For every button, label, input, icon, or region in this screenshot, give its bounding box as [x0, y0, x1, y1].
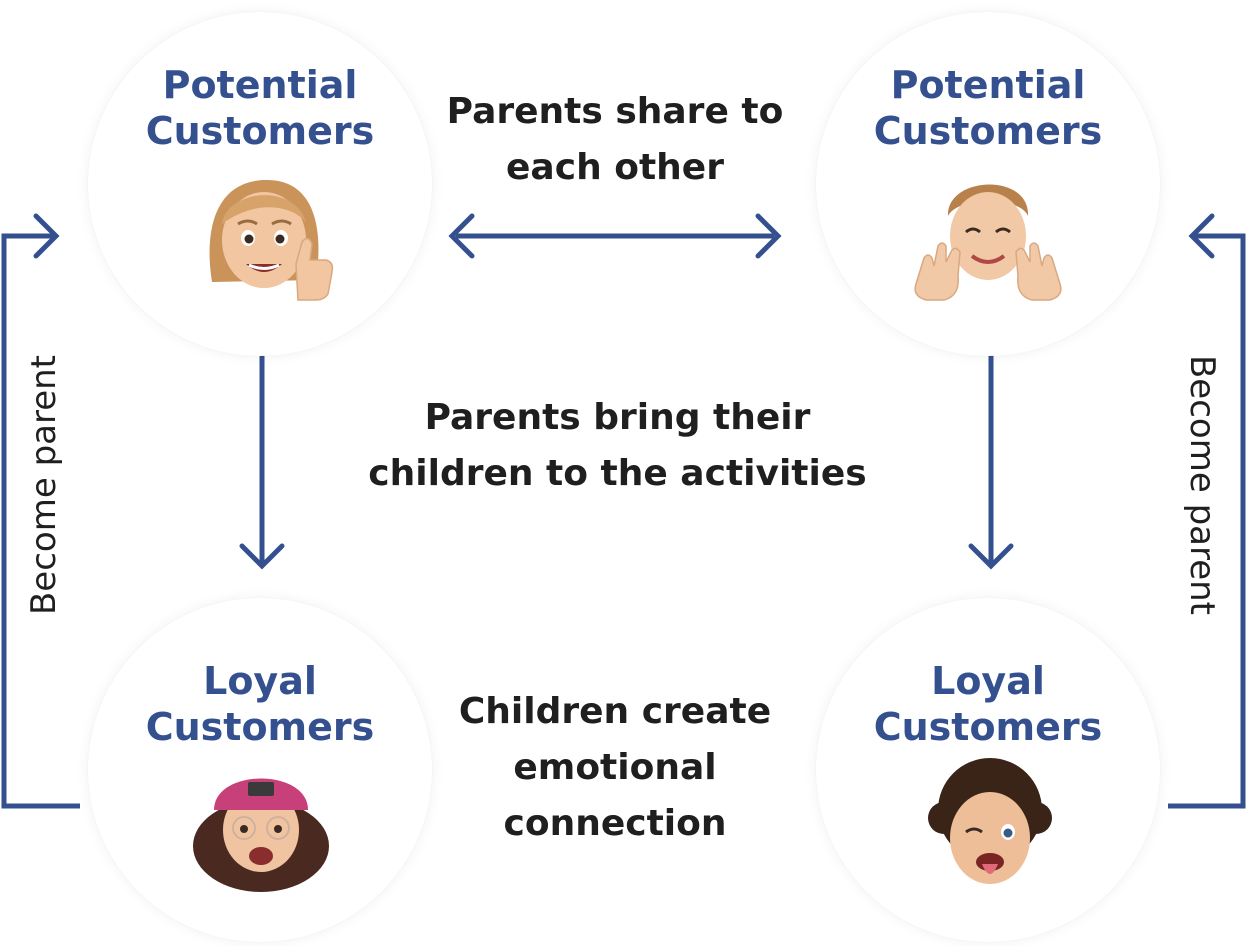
curly-boy-winking-avatar-icon — [928, 758, 1052, 884]
girl-pink-cap-avatar-icon — [193, 778, 329, 892]
node-title-line1: Loyal — [931, 659, 1045, 703]
node-title: Potential Customers — [88, 62, 432, 154]
bring-label: Parents bring their children to the acti… — [360, 390, 875, 502]
node-loyal-customers-left: Loyal Customers — [88, 598, 432, 942]
node-title-line1: Potential — [890, 63, 1086, 107]
woman-thumbs-up-avatar-icon — [209, 179, 334, 301]
connect-label: Children create emotional connection — [430, 684, 800, 852]
node-title: Loyal Customers — [88, 658, 432, 750]
left-loop-arrow — [1, 213, 80, 809]
node-title: Potential Customers — [816, 62, 1160, 154]
become-parent-right-label: Become parent — [1182, 354, 1222, 616]
bring-label-line2: children to the activities — [368, 453, 867, 494]
node-potential-customers-right: Potential Customers — [816, 12, 1160, 356]
node-title-line1: Potential — [162, 63, 358, 107]
node-title-line2: Customers — [145, 705, 375, 749]
bring-label-line1: Parents bring their — [424, 397, 811, 438]
right-loop-arrow — [1168, 213, 1246, 809]
right-down-arrow — [968, 354, 1014, 570]
share-label: Parents share to each other — [430, 84, 800, 196]
share-label-line1: Parents share to — [446, 91, 784, 132]
share-label-line2: each other — [506, 147, 724, 188]
node-title-line2: Customers — [873, 705, 1103, 749]
connect-label-line2: emotional — [513, 747, 717, 788]
connect-label-line1: Children create — [458, 691, 772, 732]
node-title: Loyal Customers — [816, 658, 1160, 750]
connect-label-line3: connection — [503, 803, 727, 844]
smiling-waving-avatar-icon — [914, 184, 1062, 301]
share-double-arrow — [448, 213, 782, 259]
node-title-line2: Customers — [145, 109, 375, 153]
left-down-arrow — [239, 354, 285, 570]
become-parent-left-label: Become parent — [24, 354, 64, 616]
node-potential-customers-left: Potential Customers — [88, 12, 432, 356]
node-title-line1: Loyal — [203, 659, 317, 703]
node-loyal-customers-right: Loyal Customers — [816, 598, 1160, 942]
node-title-line2: Customers — [873, 109, 1103, 153]
